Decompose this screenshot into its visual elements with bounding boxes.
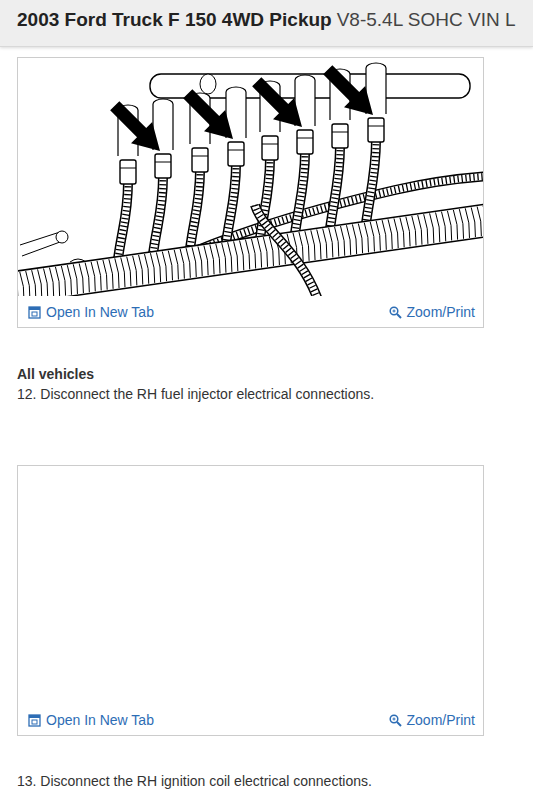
figure-frame: Open In New Tab Zoom/Print <box>17 57 484 328</box>
electrical-connector <box>368 118 384 142</box>
bolt <box>56 231 68 243</box>
open-tab-text: Open In New Tab <box>46 712 154 728</box>
engine-spec: V8-5.4L SOHC VIN L <box>337 9 516 30</box>
wire <box>366 140 376 224</box>
figure-frame: Open In New Tab Zoom/Print <box>17 465 484 736</box>
wire <box>330 146 340 229</box>
magnifier-icon <box>389 306 402 319</box>
wire-ribs <box>153 176 163 254</box>
wire <box>118 182 128 259</box>
wiring-loom <box>18 218 483 288</box>
magnifier-icon <box>389 714 402 727</box>
pointer-arrow <box>110 101 160 151</box>
wire <box>190 170 200 249</box>
pointer-arrow <box>323 65 373 115</box>
connector-lock <box>368 126 384 127</box>
connector-lock <box>192 156 208 157</box>
page-title-line: 2003 Ford Truck F 150 4WD PickupV8-5.4L … <box>17 9 515 31</box>
loom-ribs <box>18 204 483 296</box>
zoom-print-link: Zoom/Print <box>389 712 475 728</box>
wire-ribs <box>366 140 376 224</box>
electrical-connector <box>262 136 278 160</box>
engine-illustration <box>18 63 483 296</box>
wire <box>118 182 128 259</box>
electrical-connector <box>332 124 348 148</box>
wire <box>153 176 163 254</box>
wire <box>226 164 236 244</box>
figure-footer: Open In New Tab Zoom/Print <box>18 705 483 735</box>
wire <box>295 152 305 234</box>
wire-ribs <box>255 205 318 296</box>
wire <box>330 146 340 229</box>
zoom-print-link: Zoom/Print <box>389 304 475 320</box>
hose <box>20 232 60 256</box>
wire-ribs <box>190 170 200 249</box>
connector-lock <box>297 138 313 139</box>
wire <box>366 140 376 224</box>
wire <box>226 164 236 244</box>
page-title: 2003 Ford Truck F 150 4WD Pickup <box>17 9 332 30</box>
new-tab-icon <box>28 306 41 319</box>
connector-lock <box>155 162 171 163</box>
electrical-connector <box>120 160 136 184</box>
connector-lock <box>120 168 136 169</box>
open-tab-link: Open In New Tab <box>28 304 154 320</box>
figure-footer: Open In New Tab Zoom/Print <box>18 297 483 327</box>
wire <box>153 176 163 254</box>
wiring-loom <box>18 218 483 288</box>
wire-ribs <box>295 152 305 234</box>
electrical-connector <box>155 154 171 178</box>
step-text: 13. Disconnect the RH ignition coil elec… <box>17 773 372 789</box>
step-text: 12. Disconnect the RH fuel injector elec… <box>17 386 374 402</box>
connector-lock <box>332 132 348 133</box>
header-bar: 2003 Ford Truck F 150 4WD PickupV8-5.4L … <box>0 0 533 47</box>
wire <box>190 170 200 249</box>
open-tab-link: Open In New Tab <box>28 712 154 728</box>
pointer-arrow <box>252 77 302 127</box>
open-tab-text: Open In New Tab <box>46 304 154 320</box>
section-heading: All vehicles <box>17 366 94 382</box>
electrical-connector <box>297 130 313 154</box>
electrical-connector <box>192 148 208 172</box>
wire <box>255 205 318 296</box>
connector-lock <box>262 144 278 145</box>
zoom-print-text: Zoom/Print <box>407 304 475 320</box>
connector-lock <box>228 150 244 151</box>
wire <box>255 205 318 296</box>
electrical-connector <box>228 142 244 166</box>
wire-ribs <box>330 146 340 229</box>
pointer-arrow <box>183 89 233 139</box>
rail-fitting <box>200 74 216 94</box>
new-tab-icon <box>28 714 41 727</box>
wire <box>295 152 305 234</box>
zoom-print-text: Zoom/Print <box>407 712 475 728</box>
wire-ribs <box>226 164 236 244</box>
wire-ribs <box>118 182 128 259</box>
